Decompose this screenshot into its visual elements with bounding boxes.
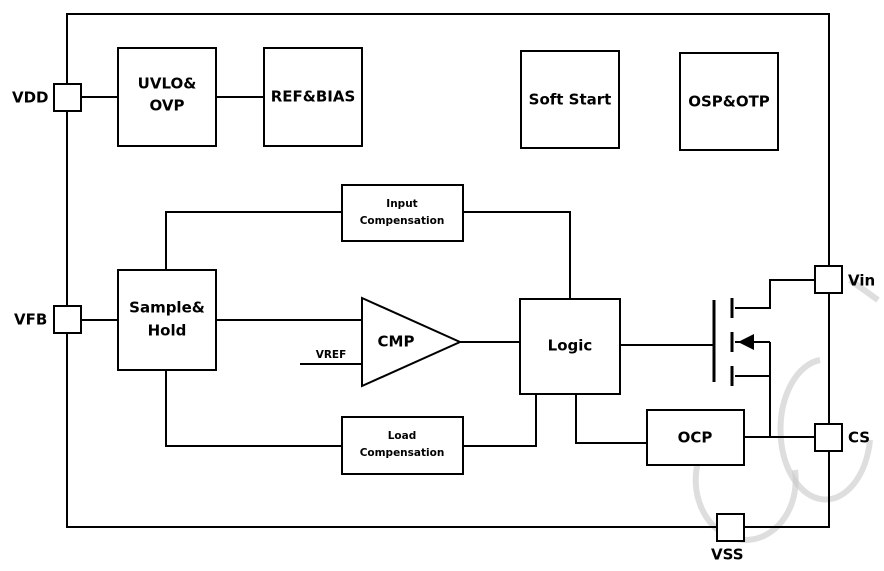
- pin-vin-label: Vin: [848, 272, 875, 290]
- load-comp-label-line1: Load: [388, 430, 417, 442]
- pin-vfb: VFB: [14, 305, 82, 334]
- input-compensation-block: Input Compensation: [341, 184, 464, 242]
- ocp-block: OCP: [646, 409, 745, 466]
- pin-vss: VSS: [711, 513, 745, 564]
- sample-hold-label-line2: Hold: [148, 322, 187, 340]
- pin-vin: Vin: [814, 265, 875, 294]
- pin-vfb-label: VFB: [14, 311, 47, 329]
- sample-hold-block: Sample& Hold: [117, 269, 217, 371]
- uvlo-label-line1: UVLO&: [138, 75, 197, 93]
- osp-otp-label: OSP&OTP: [688, 93, 770, 111]
- mosfet-symbol: [712, 298, 754, 386]
- osp-otp-block: OSP&OTP: [679, 52, 779, 151]
- ocp-label: OCP: [678, 429, 713, 447]
- pin-cs: CS: [814, 423, 870, 452]
- soft-start-block: Soft Start: [520, 50, 620, 149]
- pin-cs-label: CS: [848, 429, 870, 447]
- comparator-block: CMP VREF: [316, 296, 463, 388]
- logic-label: Logic: [548, 337, 593, 355]
- sample-hold-label-line1: Sample&: [129, 299, 205, 317]
- vref-label: VREF: [316, 349, 347, 361]
- ref-bias-label: REF&BIAS: [271, 88, 356, 106]
- soft-start-label: Soft Start: [529, 91, 612, 109]
- load-comp-label-line2: Compensation: [360, 447, 445, 459]
- logic-block: Logic: [519, 298, 621, 395]
- input-comp-label-line1: Input: [386, 198, 417, 210]
- cmp-label: CMP: [378, 333, 415, 351]
- uvlo-ovp-block: UVLO& OVP: [117, 47, 217, 147]
- ref-bias-block: REF&BIAS: [263, 47, 363, 147]
- pin-vss-label: VSS: [711, 546, 744, 564]
- input-comp-label-line2: Compensation: [360, 215, 445, 227]
- load-compensation-block: Load Compensation: [341, 416, 464, 475]
- mosfet-arrow: [738, 334, 754, 350]
- uvlo-label-line2: OVP: [150, 97, 185, 115]
- wires: [81, 96, 815, 447]
- pin-vdd-label: VDD: [12, 89, 49, 107]
- pin-vdd: VDD: [12, 83, 82, 112]
